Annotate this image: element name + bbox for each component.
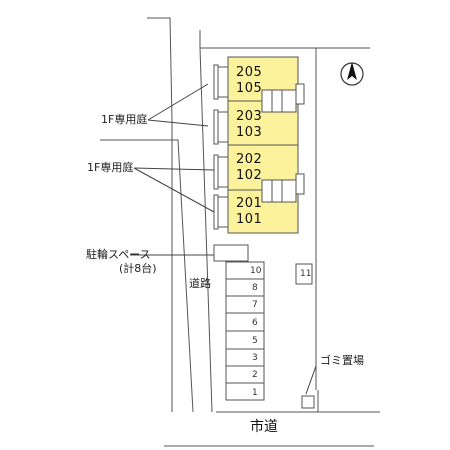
parking-slot-number: 5	[252, 336, 258, 346]
parking-slot-number: 10	[250, 266, 262, 276]
parking-lot	[225, 261, 265, 401]
north-arrow-icon	[340, 62, 364, 86]
leader-lines	[130, 83, 317, 395]
entrance-stairs	[261, 83, 305, 203]
parking-slot-number: 1	[252, 388, 258, 398]
unit-upper-1: 205	[236, 65, 263, 80]
unit-upper-3: 202	[236, 152, 263, 167]
city-road-label: 市道	[250, 419, 278, 435]
boundary-lines	[100, 17, 380, 447]
bicycle-parking-area	[213, 244, 249, 262]
passage-label: 道路	[189, 277, 211, 290]
utility-box	[295, 263, 313, 285]
garbage-label: ゴミ置場	[320, 354, 364, 367]
garbage-area	[301, 395, 315, 409]
private-garden-label-2: 1F専用庭	[87, 161, 134, 174]
bicycle-parking-label: 駐輪スペース	[86, 248, 151, 261]
parking-slot-number: 8	[252, 283, 258, 293]
parking-slot-number: 3	[252, 353, 258, 363]
private-garden-label-1: 1F専用庭	[101, 113, 148, 126]
parking-slot-number: 7	[252, 300, 258, 310]
unit-upper-2: 203	[236, 109, 263, 124]
balconies	[213, 64, 229, 230]
bicycle-count-label: (計8台)	[119, 262, 157, 275]
unit-lower-4: 101	[236, 212, 263, 227]
unit-lower-1: 105	[236, 81, 263, 96]
unit-lower-2: 103	[236, 125, 263, 140]
parking-slot-number: 2	[252, 370, 258, 380]
unit-lower-3: 102	[236, 168, 263, 183]
parking-slot-number: 6	[252, 318, 258, 328]
apartment-building	[227, 56, 299, 234]
unit-upper-4: 201	[236, 196, 263, 211]
utility-box-label: 11	[300, 269, 312, 279]
